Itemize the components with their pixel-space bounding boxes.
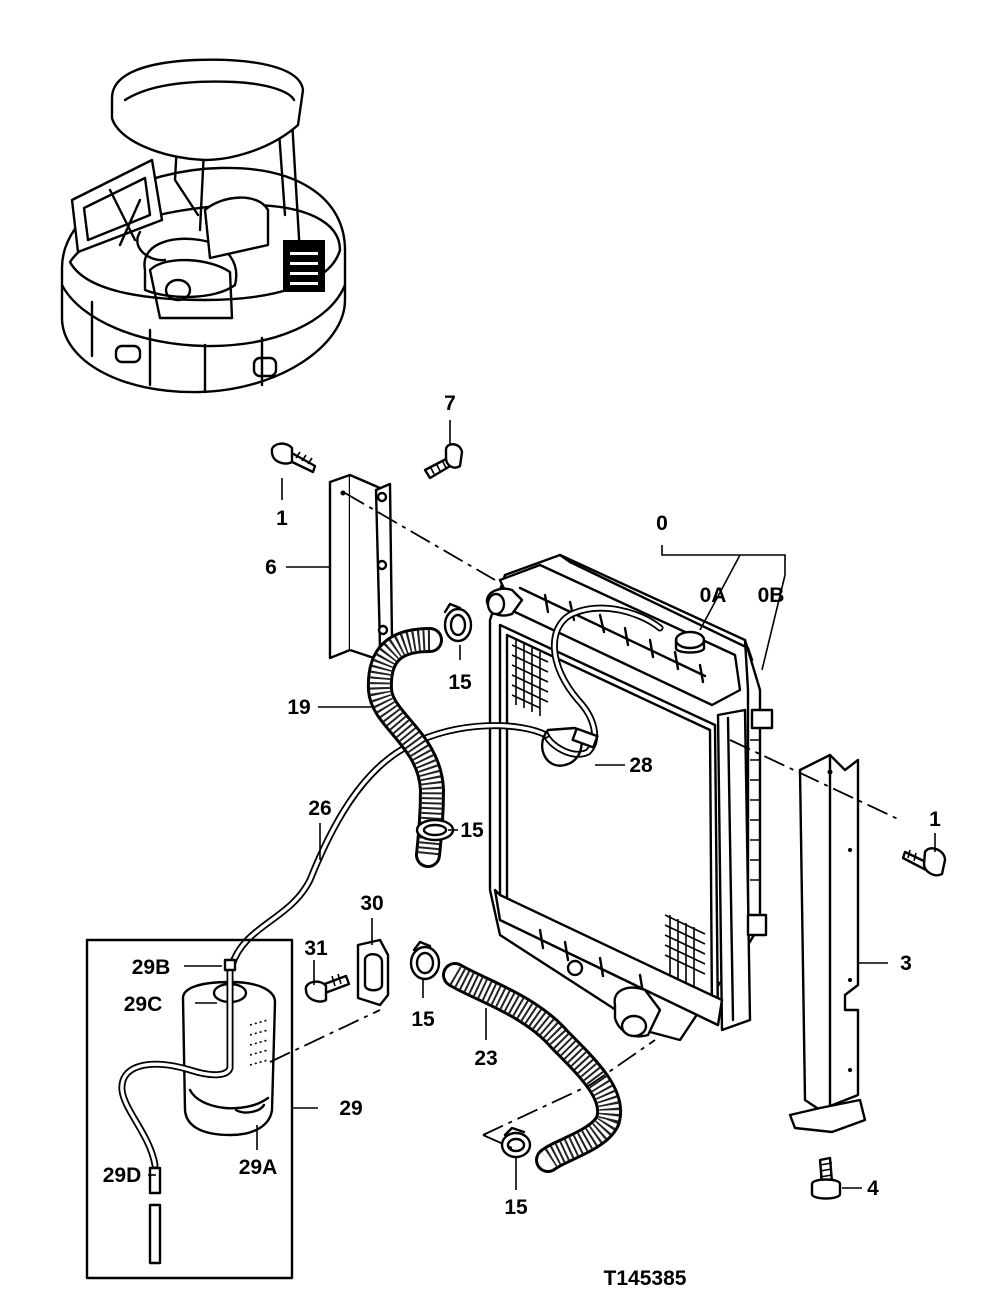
tank-bracket-30 [356,938,390,1007]
lower-hose-23 [442,962,623,1173]
radiator-assembly [485,553,774,1042]
bolt-31 [304,973,351,1003]
callout-31: 31 [304,937,328,960]
assembly-lines [269,492,901,1149]
callout-29c: 29C [124,993,163,1016]
callout-30: 30 [360,892,383,915]
hose-clamp-15-a [443,602,473,643]
callout-4: 4 [867,1177,879,1200]
callout-labels: 0 0A 0B 1 1 3 4 6 7 15 15 15 15 19 23 26… [103,392,941,1219]
leader-lines [148,420,936,1190]
callout-23: 23 [474,1047,497,1070]
callout-15-b: 15 [460,819,484,842]
callout-29d: 29D [103,1164,142,1187]
figure-id: T145385 [604,1267,687,1290]
callout-15-a: 15 [448,671,472,694]
hose-clamp-15-c [409,940,441,981]
hose-clip-28 [540,726,599,767]
callout-26: 26 [308,797,331,820]
bolt-7 [423,443,464,480]
bolt-4 [810,1156,842,1200]
reserve-tank-group [85,938,294,1280]
callout-15-c: 15 [411,1008,435,1031]
hose-clamp-15-d [500,1126,532,1159]
callout-0b: 0B [758,584,785,607]
machine-overview-illustration [60,58,347,394]
callout-15-d: 15 [504,1196,528,1219]
callout-0: 0 [656,512,668,535]
callout-29b: 29B [132,956,171,979]
hose-clamp-15-b [415,818,455,842]
callout-3: 3 [900,952,912,975]
group-box-29 [85,938,294,1280]
bracket-3 [788,753,867,1134]
callout-28: 28 [629,754,653,777]
callout-6: 6 [265,556,277,579]
callout-29a: 29A [239,1156,278,1179]
callout-29: 29 [339,1097,362,1120]
callout-0a: 0A [700,584,727,607]
callout-1-left: 1 [276,507,288,530]
core-fin-hatch [511,640,706,992]
bolt-1-right [901,847,947,877]
callout-7: 7 [444,392,456,415]
bracket-6 [328,473,394,662]
callout-1-right: 1 [929,808,941,831]
overflow-tube-26 [228,604,664,969]
callout-19: 19 [287,696,310,719]
bolt-1-left [270,442,317,474]
